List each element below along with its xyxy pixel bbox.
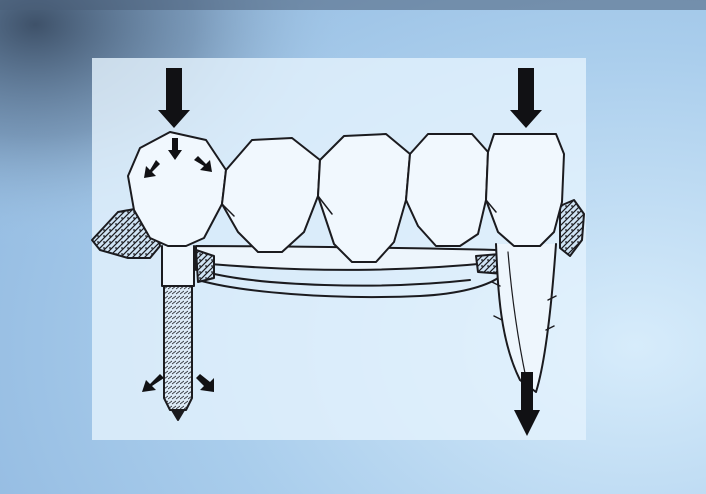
implant-abutment	[162, 246, 194, 286]
implant-body	[164, 286, 192, 410]
top-edge-shadow	[0, 0, 706, 10]
tooth-crown-5	[486, 134, 564, 246]
bar-left-joint	[196, 250, 214, 282]
